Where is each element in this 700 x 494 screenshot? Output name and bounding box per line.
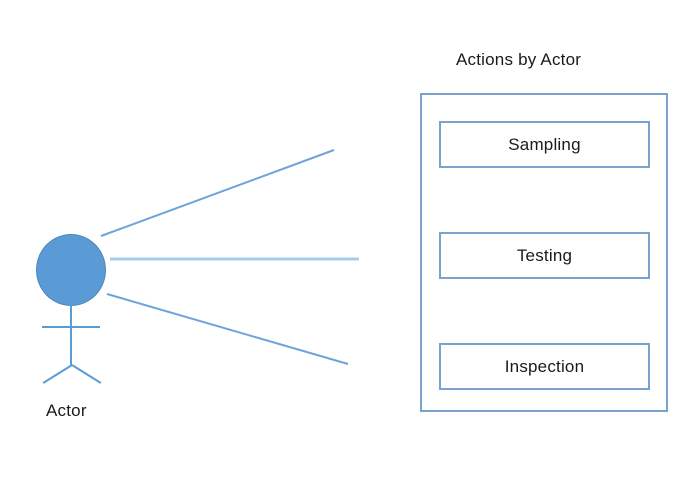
action-box-inspection[interactable]: Inspection (439, 343, 650, 390)
action-box-testing[interactable]: Testing (439, 232, 650, 279)
actor-leg-right (71, 364, 102, 384)
action-box-label: Inspection (504, 356, 585, 376)
actor-torso (70, 304, 72, 365)
actor-label: Actor (46, 401, 87, 420)
action-box-label: Sampling (508, 134, 581, 154)
action-box-label: Testing (516, 245, 573, 265)
actor-head-icon (36, 234, 106, 306)
connector-line-actor-to-sampling (100, 149, 335, 237)
actor-arms (42, 326, 100, 328)
actions-panel-title: Actions by Actor (456, 50, 582, 69)
actions-panel-container: Sampling Testing Inspection (420, 93, 668, 412)
actor-leg-left (42, 364, 73, 384)
actor-figure[interactable] (20, 225, 150, 400)
action-box-sampling[interactable]: Sampling (439, 121, 650, 168)
